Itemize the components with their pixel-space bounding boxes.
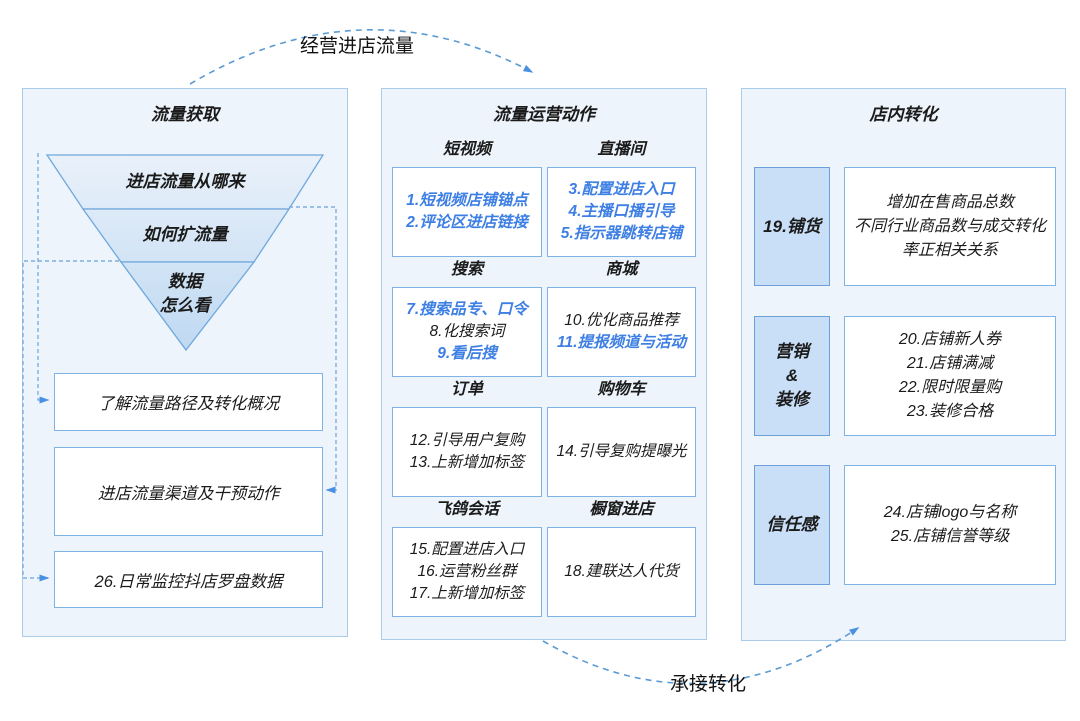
section-header: 购物车 — [597, 381, 646, 398]
row-marketing-decoration: 营销 & 装修 20.店铺新人券 21.店铺满减 22.限时限量购 23.装修合格 — [754, 316, 1056, 436]
funnel-graphic — [45, 154, 325, 352]
section-header: 直播间 — [597, 141, 646, 158]
section-orders: 订单 12.引导用户复购 13.上新增加标签 — [392, 377, 542, 497]
item-line: 23.装修合格 — [906, 403, 994, 420]
item-line: 8.化搜索词 — [429, 323, 505, 340]
section-header: 搜索 — [450, 261, 483, 278]
box-daily-data-monitor: 26.日常监控抖店罗盘数据 — [54, 551, 323, 608]
section-header: 订单 — [450, 381, 483, 398]
item-line: 15.配置进店入口 — [409, 541, 525, 558]
section-live-room: 直播间 3.配置进店入口 4.主播口播引导 5.指示器跳转店铺 — [547, 137, 696, 257]
top-flow-label: 经营进店流量 — [300, 36, 415, 57]
section-box: 7.搜索品专、口令 8.化搜索词 9.看后搜 — [392, 287, 542, 377]
funnel-band-2 — [81, 208, 291, 263]
item-line: 不同行业商品数与成交转化率正相关关系 — [853, 217, 1046, 259]
box-traffic-path-overview: 了解流量路径及转化概况 — [54, 373, 323, 431]
panel-title: 流量获取 — [151, 105, 219, 124]
section-short-video: 短视频 1.短视频店铺锚点 2.评论区进店链接 — [392, 137, 542, 257]
section-mall: 商城 10.优化商品推荐 11.提报频道与活动 — [547, 257, 696, 377]
item-line: 3.配置进店入口 — [568, 181, 675, 198]
item-line: 18.建联达人代货 — [564, 563, 679, 580]
section-header: 橱窗进店 — [589, 501, 654, 518]
item-line: 24.店铺logo与名称 — [883, 504, 1017, 521]
item-line: 20.店铺新人券 — [898, 331, 1002, 348]
item-line: 25.店铺信誉等级 — [890, 528, 1010, 545]
row-label: 信任感 — [754, 465, 830, 585]
row-box: 增加在售商品总数不同行业商品数与成交转化率正相关关系 — [844, 167, 1056, 286]
item-line: 1.短视频店铺锚点 — [406, 192, 528, 209]
item-line: 21.店铺满减 — [906, 355, 994, 372]
funnel-band-3 — [119, 261, 256, 352]
bottom-flow-label: 承接转化 — [670, 674, 747, 695]
item-line: 增加在售商品总数 — [885, 193, 1014, 211]
section-box: 12.引导用户复购 13.上新增加标签 — [392, 407, 542, 497]
item-line: 13.上新增加标签 — [409, 454, 525, 471]
box-traffic-channels-actions: 进店流量渠道及干预动作 — [54, 447, 323, 536]
section-header: 飞鸽会话 — [434, 501, 499, 518]
item-line: 12.引导用户复购 — [409, 432, 525, 449]
section-header: 短视频 — [442, 141, 491, 158]
section-feige-chat: 飞鸽会话 15.配置进店入口 16.运营粉丝群 17.上新增加标签 — [392, 497, 542, 617]
section-box: 3.配置进店入口 4.主播口播引导 5.指示器跳转店铺 — [547, 167, 696, 257]
section-box: 15.配置进店入口 16.运营粉丝群 17.上新增加标签 — [392, 527, 542, 617]
row-trust: 信任感 24.店铺logo与名称 25.店铺信誉等级 — [754, 465, 1056, 585]
panel-instore-conversion: 店内转化 19.铺货 增加在售商品总数不同行业商品数与成交转化率正相关关系 营销… — [741, 88, 1066, 641]
section-box: 18.建联达人代货 — [547, 527, 696, 617]
section-box: 10.优化商品推荐 11.提报频道与活动 — [547, 287, 696, 377]
row-box: 20.店铺新人券 21.店铺满减 22.限时限量购 23.装修合格 — [844, 316, 1056, 436]
item-line: 2.评论区进店链接 — [406, 214, 528, 231]
item-line: 11.提报频道与活动 — [557, 334, 686, 351]
funnel-band-1 — [45, 154, 325, 210]
row-label: 19.铺货 — [754, 167, 830, 286]
item-line: 17.上新增加标签 — [409, 585, 525, 602]
panel-title: 店内转化 — [869, 105, 938, 124]
section-header: 商城 — [605, 261, 638, 278]
item-line: 7.搜索品专、口令 — [406, 301, 528, 318]
item-line: 14.引导复购提曝光 — [556, 443, 687, 460]
item-line: 5.指示器跳转店铺 — [560, 225, 683, 242]
item-line: 10.优化商品推荐 — [564, 312, 679, 329]
item-line: 22.限时限量购 — [898, 379, 1002, 396]
item-line: 9.看后搜 — [437, 345, 497, 362]
section-cart: 购物车 14.引导复购提曝光 — [547, 377, 696, 497]
section-showcase-entry: 橱窗进店 18.建联达人代货 — [547, 497, 696, 617]
panel-traffic-acquisition: 流量获取 进店流量从哪来 如何扩流量 数据 怎么看 了解流量路径及转化概况 进店… — [22, 88, 348, 637]
row-stocking: 19.铺货 增加在售商品总数不同行业商品数与成交转化率正相关关系 — [754, 167, 1056, 286]
operations-grid: 短视频 1.短视频店铺锚点 2.评论区进店链接 直播间 3.配置进店入口 4.主播口… — [382, 137, 706, 617]
panel-title: 流量运营动作 — [493, 105, 595, 124]
item-line: 16.运营粉丝群 — [417, 563, 517, 580]
panel-traffic-operations: 流量运营动作 短视频 1.短视频店铺锚点 2.评论区进店链接 直播间 3.配置进店… — [381, 88, 707, 640]
section-box: 1.短视频店铺锚点 2.评论区进店链接 — [392, 167, 542, 257]
item-line: 4.主播口播引导 — [568, 203, 675, 220]
row-box: 24.店铺logo与名称 25.店铺信誉等级 — [844, 465, 1056, 585]
section-box: 14.引导复购提曝光 — [547, 407, 696, 497]
section-search: 搜索 7.搜索品专、口令 8.化搜索词 9.看后搜 — [392, 257, 542, 377]
row-label: 营销 & 装修 — [754, 316, 830, 436]
